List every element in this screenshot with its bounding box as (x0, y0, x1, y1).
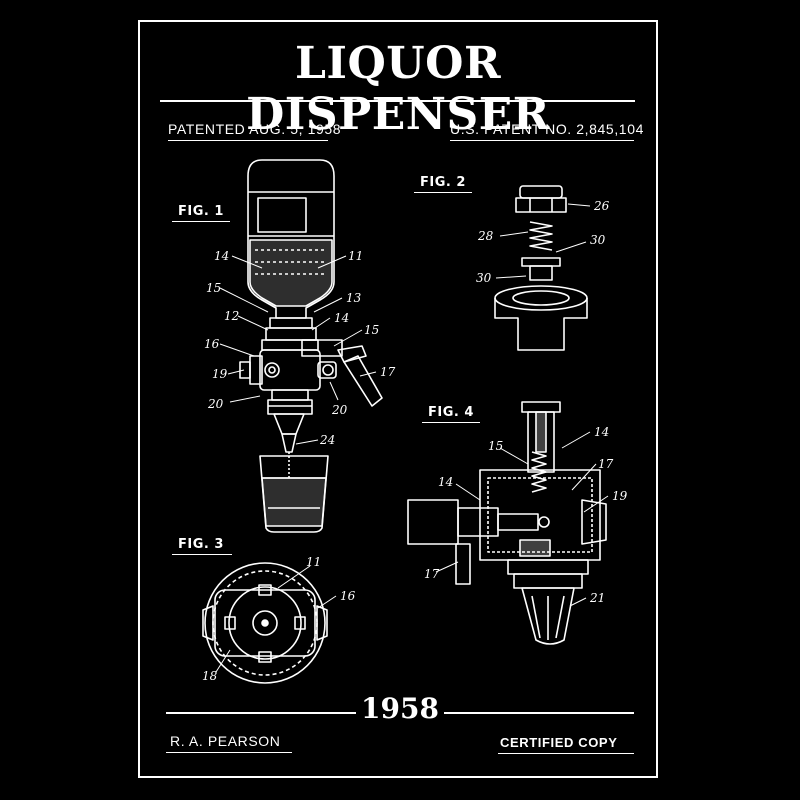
fig3-label: FIG. 3 (178, 537, 224, 552)
patent-number-underline (450, 140, 634, 141)
fig4-label: FIG. 4 (428, 405, 474, 420)
callout: 17 (424, 567, 440, 581)
fig2-underline (414, 192, 472, 193)
callout: 11 (348, 249, 363, 263)
fig1-label: FIG. 1 (178, 204, 224, 219)
callout: 13 (346, 291, 362, 305)
callout: 14 (334, 311, 349, 325)
patented-underline (168, 140, 328, 141)
callout: 18 (202, 669, 218, 683)
fig2-drawing (494, 185, 588, 351)
fig4-drawing (407, 401, 607, 645)
callout: 11 (306, 555, 321, 569)
fig3-drawing (202, 562, 328, 684)
year-rule-right (444, 712, 634, 714)
page-title: LIQUOR DISPENSER (246, 38, 550, 140)
fig2-label: FIG. 2 (420, 175, 466, 190)
callout: 21 (589, 591, 605, 605)
callout: 14 (214, 249, 229, 263)
callout: 16 (340, 589, 356, 603)
callout: 17 (380, 365, 396, 379)
callout: 26 (593, 199, 610, 213)
fig1-drawing (239, 159, 383, 533)
certified-underline (498, 753, 634, 754)
title-rule (160, 100, 635, 102)
callout: 15 (364, 323, 379, 337)
callout: 12 (224, 309, 239, 323)
callout: 19 (612, 489, 628, 503)
callout: 14 (438, 475, 453, 489)
certificate-frame (138, 20, 658, 778)
year-rule-left (166, 712, 356, 714)
callout: 19 (212, 367, 228, 381)
callout: 15 (206, 281, 221, 295)
callout: 14 (594, 425, 609, 439)
callout: 16 (204, 337, 220, 351)
fig3-underline (172, 554, 232, 555)
callout: 20 (207, 397, 224, 411)
patented-date: PATENTED AUG. 5, 1958 (168, 121, 342, 137)
fig1-underline (172, 221, 230, 222)
fig4-underline (422, 422, 480, 423)
callout: 15 (488, 439, 503, 453)
certified-copy: CERTIFIED COPY (500, 735, 618, 750)
callout: 17 (598, 457, 614, 471)
inventor-underline (166, 752, 292, 753)
callout: 28 (477, 229, 494, 243)
patent-number: U.S. PATENT NO. 2,845,104 (450, 121, 644, 137)
callout: 30 (590, 233, 606, 247)
year: 1958 (361, 692, 439, 725)
callout: 24 (319, 433, 335, 447)
callout: 20 (331, 403, 348, 417)
callout: 30 (476, 271, 492, 285)
inventor-name: R. A. PEARSON (170, 733, 281, 749)
